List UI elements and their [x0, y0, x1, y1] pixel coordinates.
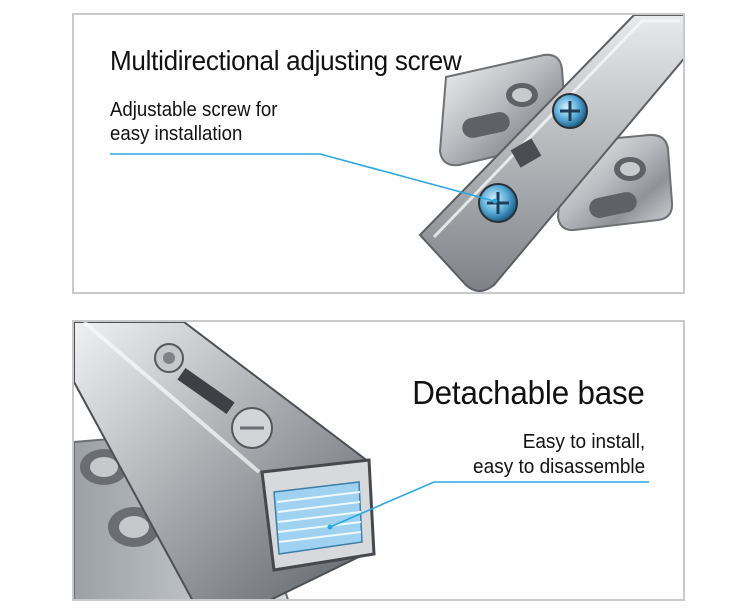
caption-line: easy to disassemble	[472, 456, 645, 478]
feature-panel-detachable-base: Detachable base Easy to install, easy to…	[72, 320, 685, 601]
caption-line: Adjustable screw for	[110, 99, 278, 121]
callout-line	[110, 153, 495, 202]
callout-line	[329, 481, 649, 528]
caption-line: easy installation	[110, 123, 243, 145]
panel-heading: Multidirectional adjusting screw	[110, 45, 462, 76]
hinge-base-photo	[74, 322, 649, 599]
panel-caption: Adjustable screw for easy installation	[110, 98, 277, 146]
feature-panel-adjusting-screw: Multidirectional adjusting screw Adjusta…	[72, 13, 685, 294]
caption-line: Easy to install,	[522, 431, 645, 453]
hinge-plate-photo	[110, 15, 683, 292]
hinge-arm	[418, 15, 683, 292]
panel-caption: Easy to install, easy to disassemble	[473, 430, 645, 480]
panel-heading: Detachable base	[412, 374, 646, 411]
